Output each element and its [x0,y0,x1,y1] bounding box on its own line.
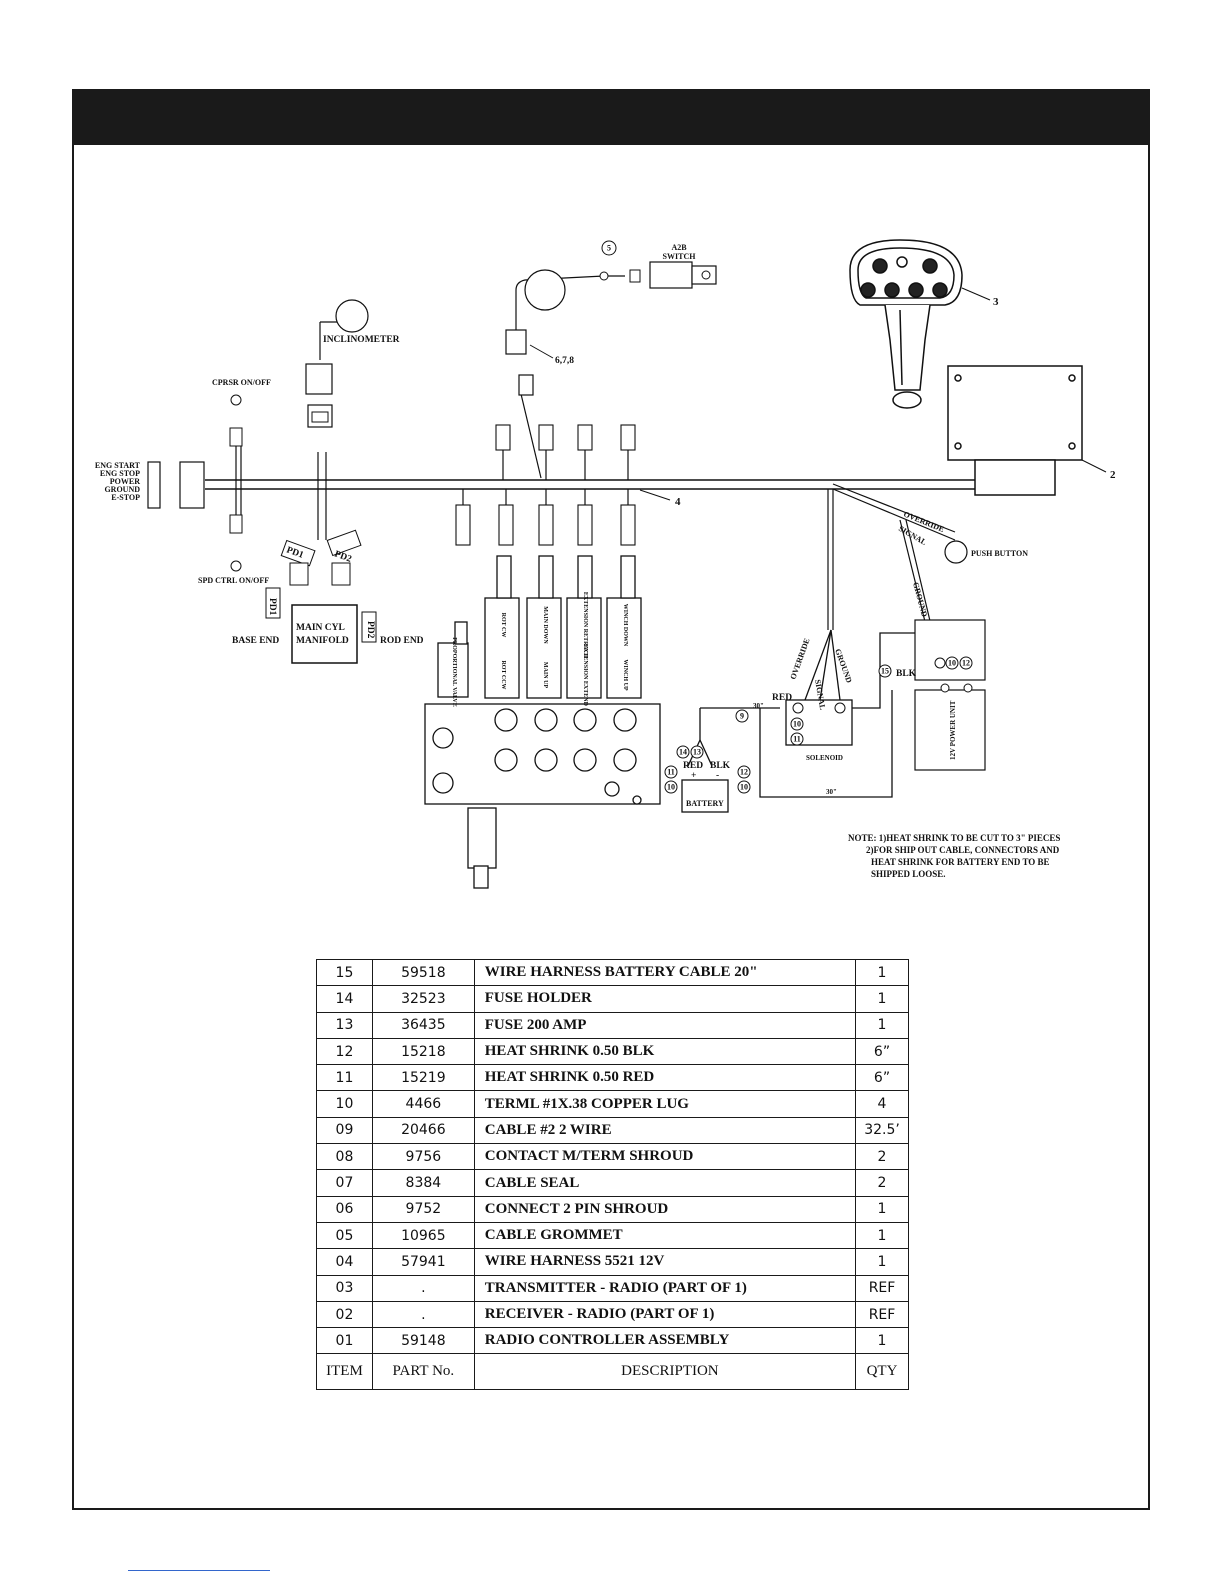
svg-text:OVERRIDE: OVERRIDE [788,637,811,681]
table-row: 04 57941 WIRE HARNESS 5521 12V 1 [316,1248,909,1276]
header-part: PART No. [371,1353,475,1391]
balloon-5 [601,240,617,256]
svg-text:BLK: BLK [710,761,731,771]
callout-6-7-8: 6,7,8 [555,356,574,366]
svg-text:12V POWER UNIT: 12V POWER UNIT [949,700,957,760]
table-header-row: ITEM PART No. DESCRIPTION QTY [316,1353,909,1391]
svg-text:PD2: PD2 [365,621,375,639]
table-row: 10 4466 TERML #1X.38 COPPER LUG 4 [316,1090,909,1118]
svg-text:POWER: POWER [110,477,140,486]
a2b-switch-label: A2B [671,243,687,252]
rod-end-label: ROD END [380,636,424,646]
power-unit [914,689,986,771]
svg-text:10: 10 [667,783,675,792]
push-button-label: PUSH BUTTON [971,549,1028,558]
table-row: 11 15219 HEAT SHRINK 0.50 RED 6” [316,1064,909,1092]
svg-text:SHIPPED LOOSE.: SHIPPED LOOSE. [871,869,946,879]
svg-text:+: + [691,771,696,781]
valve-3-top: EXTENSION RETRACT [582,592,588,658]
svg-text:30": 30" [753,702,764,710]
left-connector-labels: ENG START ENG STOP POWER GROUND E-STOP [95,461,141,502]
svg-text:ENG START: ENG START [95,461,141,470]
svg-text:RED: RED [772,693,792,703]
footer-rule [128,1570,270,1571]
svg-text:12: 12 [962,659,970,668]
svg-text:MAIN CYL: MAIN CYL [296,623,345,633]
radio-receiver [947,365,1083,496]
header-qty: QTY [855,1353,909,1391]
svg-text:11: 11 [793,735,801,744]
valve-2-top: MAIN DOWN [542,606,548,644]
valve-3-bottom: EXTENSION EXTEND [582,644,588,707]
proportional-valve-label: PROPORTIONAL VALVE [451,637,457,707]
push-button [944,540,968,564]
table-row: 01 59148 RADIO CONTROLLER ASSEMBLY 1 [316,1327,909,1355]
battery [681,779,729,813]
svg-text:12: 12 [740,768,748,777]
svg-text:NOTE: 1)HEAT SHRINK TO BE CUT: NOTE: 1)HEAT SHRINK TO BE CUT TO 3" PIEC… [848,833,1060,843]
base-end-label: BASE END [232,636,279,646]
table-row: 12 15218 HEAT SHRINK 0.50 BLK 6” [316,1037,909,1066]
svg-text:MANIFOLD: MANIFOLD [296,636,349,646]
table-row: 02 . RECEIVER - RADIO (PART OF 1) REF [316,1300,909,1329]
table-row: 06 9752 CONNECT 2 PIN SHROUD 1 [316,1195,909,1223]
table-row: 13 36435 FUSE 200 AMP 1 [316,1011,909,1039]
svg-text:HEAT SHRINK FOR BATTERY END TO: HEAT SHRINK FOR BATTERY END TO BE [871,857,1050,867]
table-row: 08 9756 CONTACT M/TERM SHROUD 2 [316,1143,909,1171]
spd-ctrl-label: SPD CTRL ON/OFF [198,576,269,585]
main-cyl-manifold [291,604,358,664]
valve-1-top: ROT CW [500,613,506,638]
cprsr-label: CPRSR ON/OFF [212,378,271,387]
svg-text:15: 15 [881,667,889,676]
svg-text:SOLENOID: SOLENOID [806,754,843,762]
valve-1-bottom: ROT CCW [500,660,506,689]
svg-text:9: 9 [740,712,744,721]
header-item: ITEM [316,1353,373,1391]
wiring-diagram: INCLINOMETER 5 A2B SWITCH 6,7,8 3 2 [95,239,1116,889]
valve-bank [424,555,661,889]
table-row: 09 20466 CABLE #2 2 WIRE 32.5’ [316,1116,909,1145]
radio-transmitter [849,239,963,409]
svg-text:11: 11 [667,768,675,777]
callout-3: 3 [993,296,999,308]
svg-text:-: - [716,771,719,781]
svg-text:10: 10 [740,783,748,792]
page-frame [72,89,1150,1510]
svg-text:2)FOR SHIP OUT CABLE, CONNECTO: 2)FOR SHIP OUT CABLE, CONNECTORS AND [866,845,1060,855]
svg-text:E-STOP: E-STOP [111,493,140,502]
svg-text:5: 5 [607,244,611,253]
svg-text:10: 10 [793,720,801,729]
diagram-note: NOTE: 1)HEAT SHRINK TO BE CUT TO 3" PIEC… [848,833,1060,879]
svg-text:SWITCH: SWITCH [663,252,697,261]
balloons: 9 10 11 11 10 12 10 14 13 15 10 12 [664,656,973,794]
svg-text:PD1: PD1 [267,598,277,616]
callout-4: 4 [675,496,681,508]
svg-text:RED: RED [683,761,703,771]
svg-text:GROUND: GROUND [911,581,929,618]
header-bar [74,91,1148,145]
svg-text:ENG STOP: ENG STOP [100,469,140,478]
table-row: 07 8384 CABLE SEAL 2 [316,1169,909,1197]
valve-2-bottom: MAIN UP [542,662,548,688]
svg-text:BATTERY: BATTERY [686,799,724,808]
table-row: 03 . TRANSMITTER - RADIO (PART OF 1) REF [316,1274,909,1302]
inclinometer-label: INCLINOMETER [323,335,400,345]
svg-text:14: 14 [679,748,687,757]
table-row: 15 59518 WIRE HARNESS BATTERY CABLE 20" … [316,958,909,987]
valve-4-top: WINCH DOWN [622,604,628,647]
parts-table: 15 59518 WIRE HARNESS BATTERY CABLE 20" … [316,958,909,1391]
svg-text:10: 10 [948,659,956,668]
svg-text:13: 13 [693,748,701,757]
svg-text:BLK: BLK [896,669,917,679]
svg-text:GROUND: GROUND [104,485,140,494]
table-row: 05 10965 CABLE GROMMET 1 [316,1221,909,1250]
svg-text:30": 30" [826,788,837,796]
valve-4-bottom: WINCH UP [622,659,628,691]
callout-2: 2 [1110,469,1116,481]
table-row: 14 32523 FUSE HOLDER 1 [316,985,909,1013]
header-description: DESCRIPTION [473,1353,857,1391]
